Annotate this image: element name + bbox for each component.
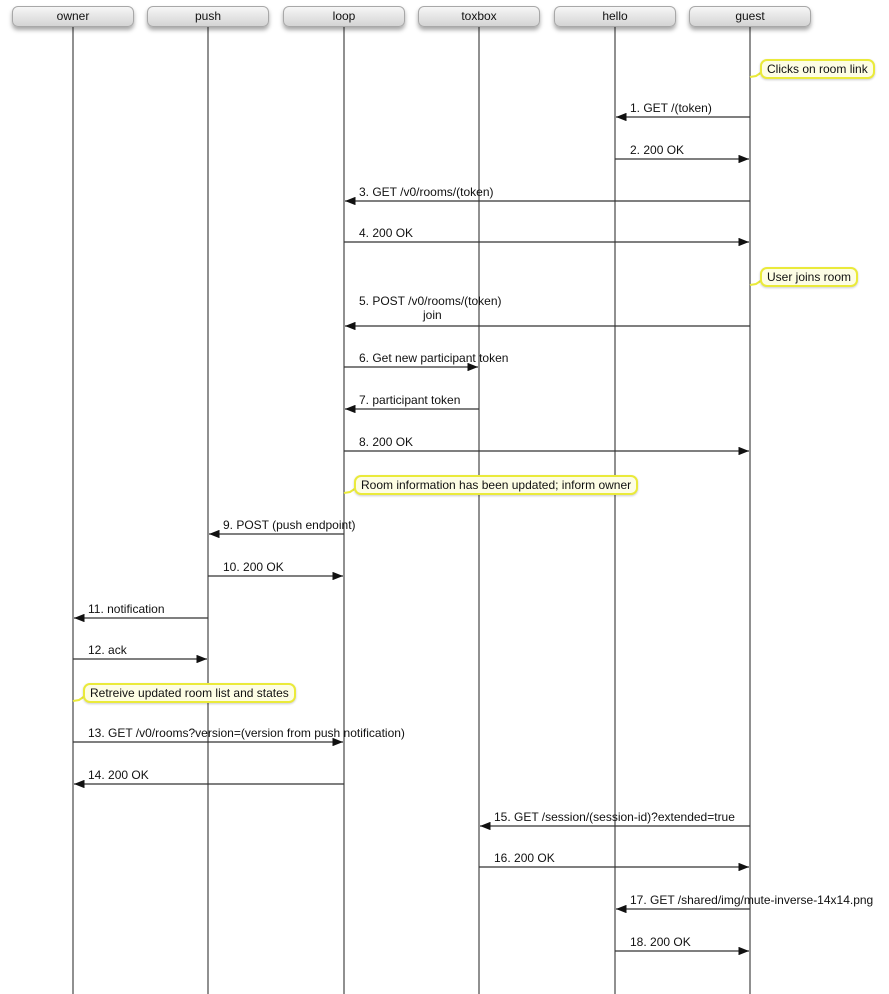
actor-push: push xyxy=(147,6,269,27)
message-label: 17. GET /shared/img/mute-inverse-14x14.p… xyxy=(630,893,874,907)
message-label: 16. 200 OK xyxy=(494,851,555,865)
message-label: 7. participant token xyxy=(359,393,461,407)
message-label: 15. GET /session/(session-id)?extended=t… xyxy=(494,810,735,824)
message-label: 5. POST /v0/rooms/(token) xyxy=(359,294,502,308)
note: Clicks on room link xyxy=(760,59,875,79)
message-label: 3. GET /v0/rooms/(token) xyxy=(359,185,494,199)
message-label: 4. 200 OK xyxy=(359,226,414,240)
actor-owner: owner xyxy=(12,6,134,27)
message-label-line2: join xyxy=(423,308,442,322)
message-label: 13. GET /v0/rooms?version=(version from … xyxy=(88,726,405,740)
note: Room information has been updated; infor… xyxy=(354,475,639,495)
message-label: 8. 200 OK xyxy=(359,435,414,449)
message-label: 6. Get new participant token xyxy=(359,351,509,365)
actor-toxbox: toxbox xyxy=(418,6,540,27)
note: Retreive updated room list and states xyxy=(83,683,296,703)
actor-guest: guest xyxy=(689,6,811,27)
message-label: 18. 200 OK xyxy=(630,935,691,949)
actor-hello: hello xyxy=(554,6,676,27)
message-label: 10. 200 OK xyxy=(223,560,284,574)
message-label: 2. 200 OK xyxy=(630,143,685,157)
message-label: 1. GET /(token) xyxy=(630,101,712,115)
message-label: 9. POST (push endpoint) xyxy=(223,518,356,532)
message-label: 12. ack xyxy=(88,643,127,657)
note: User joins room xyxy=(760,267,859,287)
actor-loop: loop xyxy=(283,6,405,27)
message-label: 11. notification xyxy=(88,602,165,616)
message-label: 14. 200 OK xyxy=(88,768,149,782)
